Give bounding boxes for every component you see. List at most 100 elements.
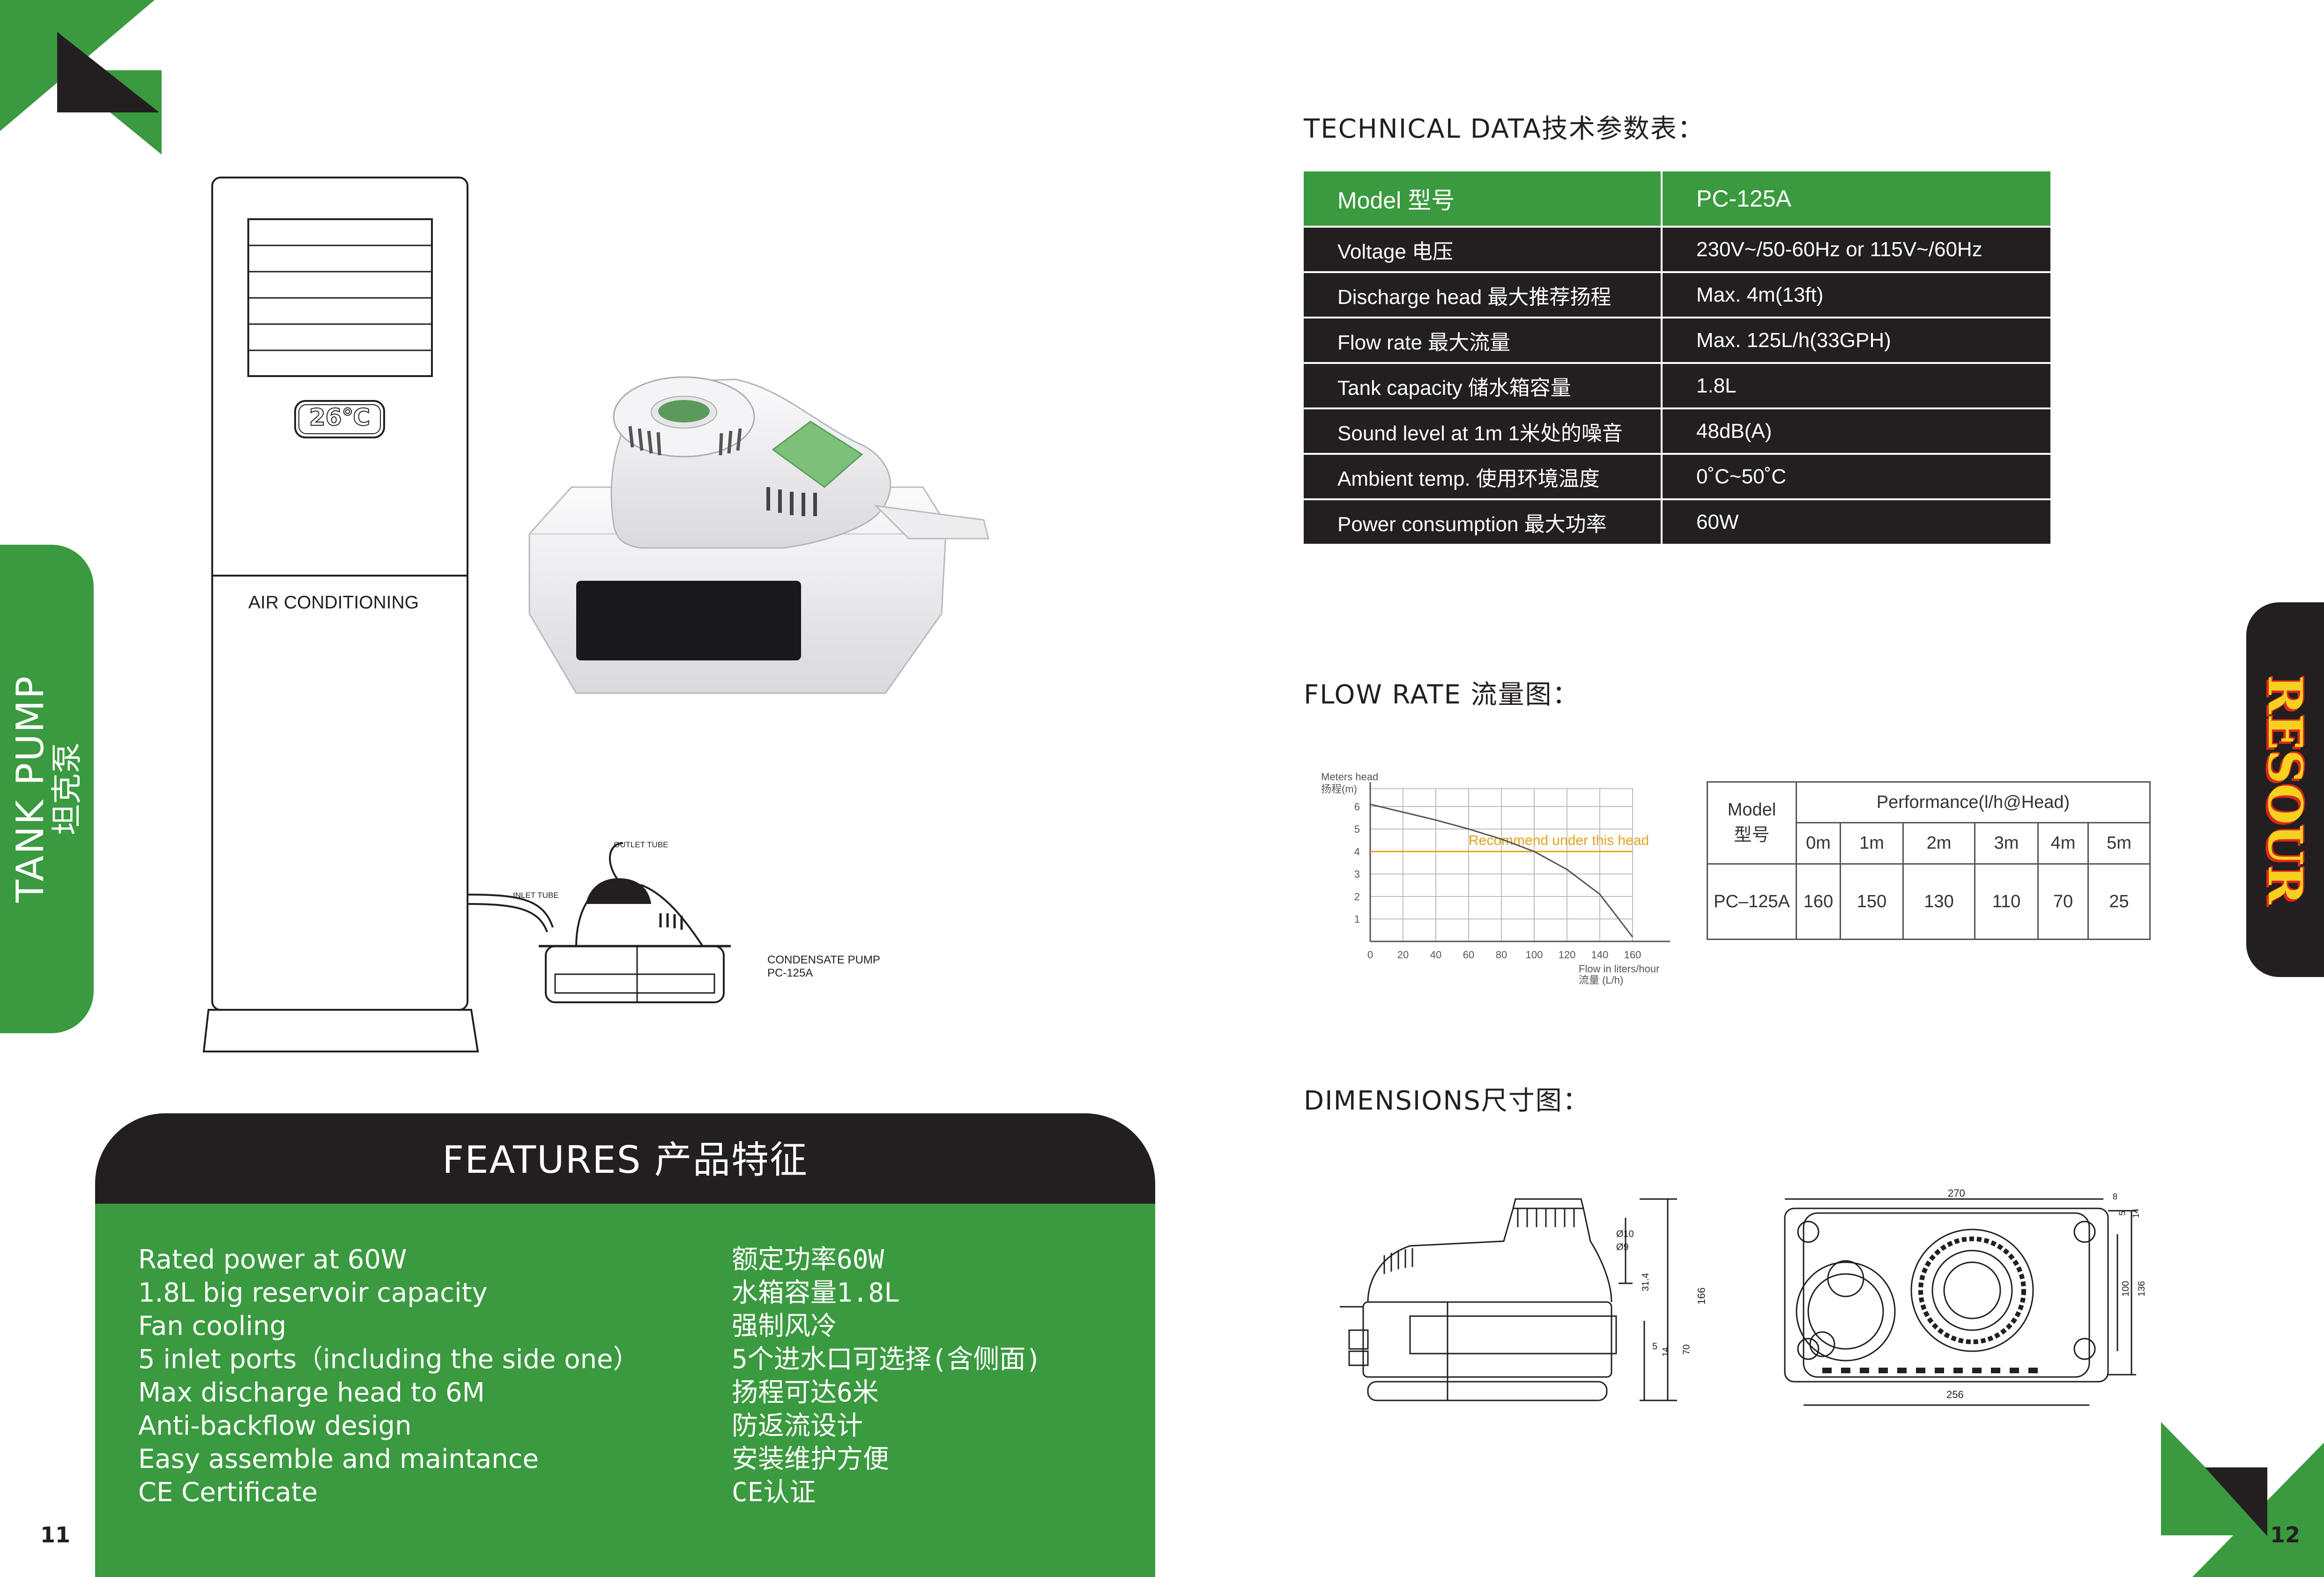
dimension-top-label: 100 xyxy=(2121,1281,2131,1297)
installation-diagram xyxy=(467,842,731,1003)
perf-model-label-cn: 型号 xyxy=(1734,825,1770,845)
chart-y-tick-label: 2 xyxy=(1354,891,1360,903)
dimension-side-label: 70 xyxy=(1681,1344,1692,1355)
tech-cell-value: 48dB(A) xyxy=(1662,408,2050,455)
pump-label-name: CONDENSATE PUMP xyxy=(767,954,880,966)
dimension-side-label: 5 xyxy=(1652,1341,1658,1352)
chart-x-tick-label: 60 xyxy=(1463,949,1474,961)
dimension-side-label: 166 xyxy=(1695,1287,1708,1305)
chart-y-tick-label: 1 xyxy=(1354,913,1360,925)
features-title: FEATURES 产品特征 xyxy=(442,1138,808,1182)
side-tab-tank-pump xyxy=(0,545,94,1033)
ac-label: AIR CONDITIONING xyxy=(248,592,419,613)
chart-y-tick-label: 4 xyxy=(1354,846,1360,858)
dimension-top-label: 136 xyxy=(2137,1281,2147,1297)
flow-rate-title: FLOW RATE 流量图： xyxy=(1304,680,1580,710)
feature-cn-item: 扬程可达6米 xyxy=(732,1377,879,1408)
perf-heads-row: 0m 1m 2m 3m 4m 5m xyxy=(1708,822,2151,865)
feature-en-item: Anti-backflow design xyxy=(138,1411,412,1441)
chart-x-tick-label: 80 xyxy=(1496,949,1507,961)
tech-cell-value: 1.8L xyxy=(1662,363,2050,409)
tech-cell-label: Voltage 电压 xyxy=(1304,227,1663,273)
perf-head: 0m xyxy=(1796,822,1841,865)
perf-value: 70 xyxy=(2037,863,2089,940)
tech-cell-value: 60W xyxy=(1662,499,2050,546)
tech-header-label: Model 型号 xyxy=(1304,171,1663,228)
tech-cell-label: Flow rate 最大流量 xyxy=(1304,318,1663,364)
feature-cn-item: 防返流设计 xyxy=(732,1411,863,1441)
page-number-right: 12 xyxy=(2270,1522,2301,1547)
perf-value: 150 xyxy=(1840,863,1904,940)
pump-label-model: PC-125A xyxy=(767,967,813,979)
chart-x-tick-label: 20 xyxy=(1397,949,1409,961)
tech-cell-value: 0˚C~50˚C xyxy=(1662,454,2050,500)
chart-annotation: Recommend under this head xyxy=(1469,833,1649,848)
feature-cn-item: 额定功率60W xyxy=(732,1244,884,1275)
dimensions-title: DIMENSIONS尺寸图： xyxy=(1304,1086,1590,1116)
feature-cn-item: CE认证 xyxy=(732,1477,816,1508)
inlet-tube-label: INLET TUBE xyxy=(513,891,559,900)
features-header xyxy=(95,1113,1155,1204)
brand-tab xyxy=(2246,602,2324,977)
chart-x-label: Flow in liters/hour xyxy=(1579,963,1659,975)
feature-en-item: CE Certificate xyxy=(138,1477,318,1508)
features-list-cn: 额定功率60W 水箱容量1.8L 强制风冷 5个进水口可选择(含侧面) 扬程可达… xyxy=(732,1243,1041,1509)
feature-en-item: Easy assemble and maintance xyxy=(138,1444,539,1474)
side-tab-title: TANK PUMP xyxy=(8,674,52,903)
perf-value: 25 xyxy=(2087,863,2151,940)
chart-x-tick-label: 100 xyxy=(1526,949,1543,961)
page-number-left: 11 xyxy=(40,1522,71,1547)
perf-header-row: Model 型号 Performance(l/h@Head) xyxy=(1707,781,2151,865)
tech-cell-value: Max. 125L/h(33GPH) xyxy=(1662,318,2050,364)
tech-cell-label: Tank capacity 储水箱容量 xyxy=(1304,363,1663,409)
perf-value: 130 xyxy=(1902,863,1975,940)
chart-x-tick-label: 140 xyxy=(1591,949,1609,961)
chart-y-tick-label: 3 xyxy=(1354,868,1360,880)
tech-cell-value: Max. 4m(13ft) xyxy=(1662,272,2050,318)
tech-table-header: Model 型号 PC-125A xyxy=(1304,171,2050,228)
perf-head: 1m xyxy=(1840,822,1904,865)
tech-cell-label: Power consumption 最大功率 xyxy=(1304,499,1663,546)
corner-logo-top-left xyxy=(0,0,162,155)
perf-header: Performance(l/h@Head) xyxy=(1796,781,2151,823)
feature-cn-item: 水箱容量1.8L xyxy=(732,1278,900,1308)
air-conditioner-drawing xyxy=(202,177,479,1052)
perf-model-header: Model 型号 xyxy=(1707,781,1797,865)
ac-temperature-display: 26℃ xyxy=(309,403,371,431)
pump-product-image xyxy=(528,376,989,694)
corner-logo-bottom-right xyxy=(2161,1422,2324,1577)
feature-cn-item: 安装维护方便 xyxy=(732,1444,889,1474)
dimension-top-label: 8 xyxy=(2113,1192,2118,1201)
chart-x-tick-label: 160 xyxy=(1624,949,1641,961)
dimension-side-label: 31.4 xyxy=(1640,1273,1651,1291)
feature-en-item: 5 inlet ports（including the side one） xyxy=(138,1344,639,1375)
brand-tab-text: RESOUR xyxy=(2257,675,2313,904)
dimension-side-view xyxy=(1340,1198,1677,1401)
perf-head: 3m xyxy=(1974,822,2039,865)
condensate-pump-label: CONDENSATE PUMP PC-125A xyxy=(767,954,880,980)
feature-cn-item: 强制风冷 xyxy=(732,1311,837,1341)
feature-cn-item: 5个进水口可选择(含侧面) xyxy=(732,1344,1042,1375)
feature-en-item: Fan cooling xyxy=(138,1311,287,1341)
perf-head: 5m xyxy=(2087,822,2151,865)
features-list-en: Rated power at 60W 1.8L big reservoir ca… xyxy=(138,1243,639,1509)
feature-en-item: Rated power at 60W xyxy=(138,1244,407,1275)
perf-head: 4m xyxy=(2037,822,2089,865)
feature-en-item: Max discharge head to 6M xyxy=(138,1377,485,1408)
table-row: PC–125A 160 150 130 110 70 25 xyxy=(1707,863,2151,940)
feature-en-item: 1.8L big reservoir capacity xyxy=(138,1278,488,1308)
chart-y-tick-label: 5 xyxy=(1354,823,1360,835)
chart-x-tick-label: 40 xyxy=(1430,949,1441,961)
chart-x-label-cn: 流量 (L/h) xyxy=(1579,974,1623,986)
dimension-top-view xyxy=(1784,1198,2136,1406)
performance-table: Model 型号 Performance(l/h@Head) 0m 1m 2m … xyxy=(1707,781,2151,940)
chart-y-label: Meters head xyxy=(1321,771,1378,783)
tech-cell-label: Sound level at 1m 1米处的噪音 xyxy=(1304,408,1663,455)
chart-y-label-cn: 扬程(m) xyxy=(1321,783,1357,795)
